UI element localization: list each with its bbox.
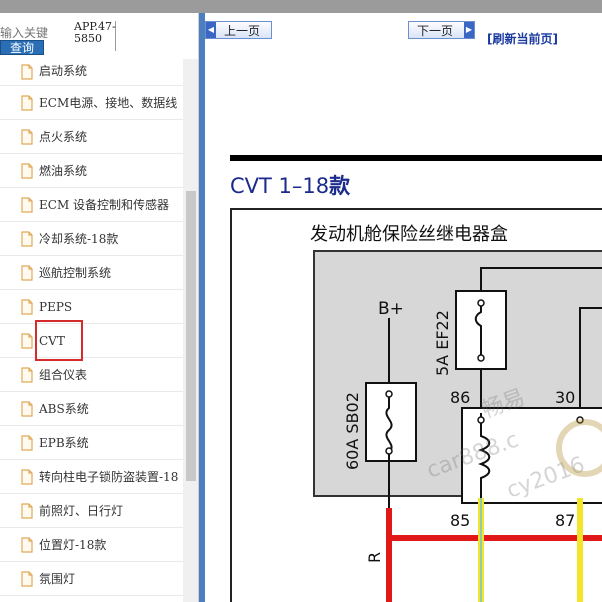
tree-item-label: 点火系统: [39, 130, 88, 144]
tree-item[interactable]: 冷却系统-18款: [0, 222, 183, 256]
label-pin-30: 30: [555, 388, 575, 407]
tree-item-label: PEPS: [39, 299, 73, 314]
tree-item[interactable]: EPB系统: [0, 426, 183, 460]
document-icon: [21, 332, 33, 349]
tree-item[interactable]: ECM 设备控制和传感器: [0, 188, 183, 222]
document-icon: [21, 64, 33, 80]
tree-item[interactable]: ECM电源、接地、数据线: [0, 86, 183, 120]
tree-item[interactable]: 巡航控制系统: [0, 256, 183, 290]
document-icon: [21, 468, 33, 485]
relay: [461, 407, 602, 504]
relay-pin-86: [477, 416, 485, 424]
next-page-button[interactable]: 下一页 ▶: [408, 21, 475, 39]
wiring-diagram: 发动机舱保险丝继电器盒 B+ 60A SB02 5A EF22 86 30 85…: [230, 208, 602, 602]
label-wire-r: R: [365, 552, 384, 563]
title-rule: [230, 155, 602, 161]
tree-item[interactable]: 前照灯、日行灯: [0, 494, 183, 528]
tree-item[interactable]: 燃油系统: [0, 154, 183, 188]
document-icon: [21, 162, 33, 179]
tree-item-label: 转向柱电子锁防盗装置-18: [39, 470, 179, 484]
document-title-text: CVT 1–18: [230, 174, 330, 198]
nav-bar: ◀ 上一页 下一页 ▶ [刷新当前页]: [205, 13, 602, 46]
label-pin-87: 87: [555, 511, 575, 530]
wire-right: [579, 307, 602, 408]
document-icon: [21, 128, 33, 145]
document-icon: [21, 230, 33, 247]
relay-pin-30: [576, 416, 584, 424]
wire-ef22-top: [480, 267, 602, 291]
app-code: APP.47-5850: [74, 21, 116, 51]
scrollbar-thumb[interactable]: [186, 191, 196, 481]
fuse-sb02-pin-top: [385, 390, 393, 398]
tree-item[interactable]: 位置灯-18款: [0, 528, 183, 562]
top-bar: [0, 0, 602, 13]
tree-item[interactable]: 转向柱电子锁防盗装置-18: [0, 460, 183, 494]
tree-item[interactable]: 氛围灯: [0, 562, 183, 596]
arrow-left-icon: ◀: [206, 22, 216, 38]
document-icon: [21, 502, 33, 519]
tree-item[interactable]: PEPS: [0, 290, 183, 324]
tree-item-label: 启动系统: [39, 64, 88, 78]
prev-page-button[interactable]: ◀ 上一页: [205, 21, 272, 39]
document-icon: [21, 264, 33, 281]
document-icon: [21, 434, 33, 451]
tree-item-label: 组合仪表: [39, 368, 88, 382]
document-icon: [21, 400, 33, 417]
tree-item-label: EPB系统: [39, 436, 89, 450]
tree-item-label: 冷却系统-18款: [39, 232, 119, 246]
document-icon: [21, 366, 33, 383]
label-b-plus: B+: [378, 299, 404, 319]
tree-item-label: 氛围灯: [39, 572, 76, 586]
document-icon: [21, 570, 33, 587]
tree-item-label: ABS系统: [39, 402, 89, 416]
label-pin-86: 86: [450, 388, 470, 407]
document-icon: [21, 196, 33, 213]
relay-coil: [478, 413, 491, 498]
fuse-sb02-element: [385, 393, 393, 461]
refresh-link[interactable]: [刷新当前页]: [487, 32, 558, 46]
tree-item-label: CVT: [35, 320, 83, 361]
document-icon: [21, 298, 33, 315]
tree-item-label: 位置灯-18款: [39, 538, 107, 552]
tree-item-label: ECM 设备控制和传感器: [39, 198, 170, 212]
tree-item[interactable]: 点火系统: [0, 120, 183, 154]
document-title-suffix: 款: [329, 174, 351, 198]
tree-item[interactable]: 组合仪表: [0, 358, 183, 392]
watermark-logo-ring: [556, 419, 602, 477]
document-title: CVT 1–18款: [230, 170, 350, 200]
fuse-sb02-pin-bottom: [385, 447, 393, 455]
prev-page-label: 上一页: [224, 23, 261, 38]
box-title: 发动机舱保险丝继电器盒: [310, 224, 508, 245]
fuse-ef22-element: [474, 302, 482, 360]
fuse-ef22-pin-top: [477, 299, 485, 307]
query-button[interactable]: 查询: [0, 40, 44, 55]
tree-item[interactable]: 启动系统: [0, 59, 183, 86]
search-row: 查询 APP.47-5850: [0, 13, 198, 59]
tree-item[interactable]: CVT: [0, 320, 183, 361]
document-pane: ◀ 上一页 下一页 ▶ [刷新当前页] CVT 1–18款 发动机舱保险丝继电器…: [205, 13, 602, 602]
tree-item-label: ECM电源、接地、数据线: [39, 96, 178, 110]
label-pin-85: 85: [450, 511, 470, 530]
search-input[interactable]: [0, 25, 58, 41]
arrow-right-icon: ▶: [464, 22, 474, 38]
tree-item-label: 前照灯、日行灯: [39, 504, 124, 518]
document-icon: [21, 536, 33, 553]
next-page-label: 下一页: [417, 23, 454, 38]
tree-item[interactable]: ABS系统: [0, 392, 183, 426]
tree-item-label: 燃油系统: [39, 164, 88, 178]
system-tree: 启动系统 ECM电源、接地、数据线点火系统燃油系统 ECM 设备控制和传感器冷却系统…: [0, 59, 183, 596]
tree-item-label: 巡航控制系统: [39, 266, 112, 280]
label-fuse-sb02: 60A SB02: [343, 392, 362, 470]
pane-divider[interactable]: [199, 13, 205, 602]
document-icon: [21, 94, 33, 111]
fuse-ef22-pin-bottom: [477, 354, 485, 362]
label-fuse-ef22: 5A EF22: [433, 310, 452, 376]
